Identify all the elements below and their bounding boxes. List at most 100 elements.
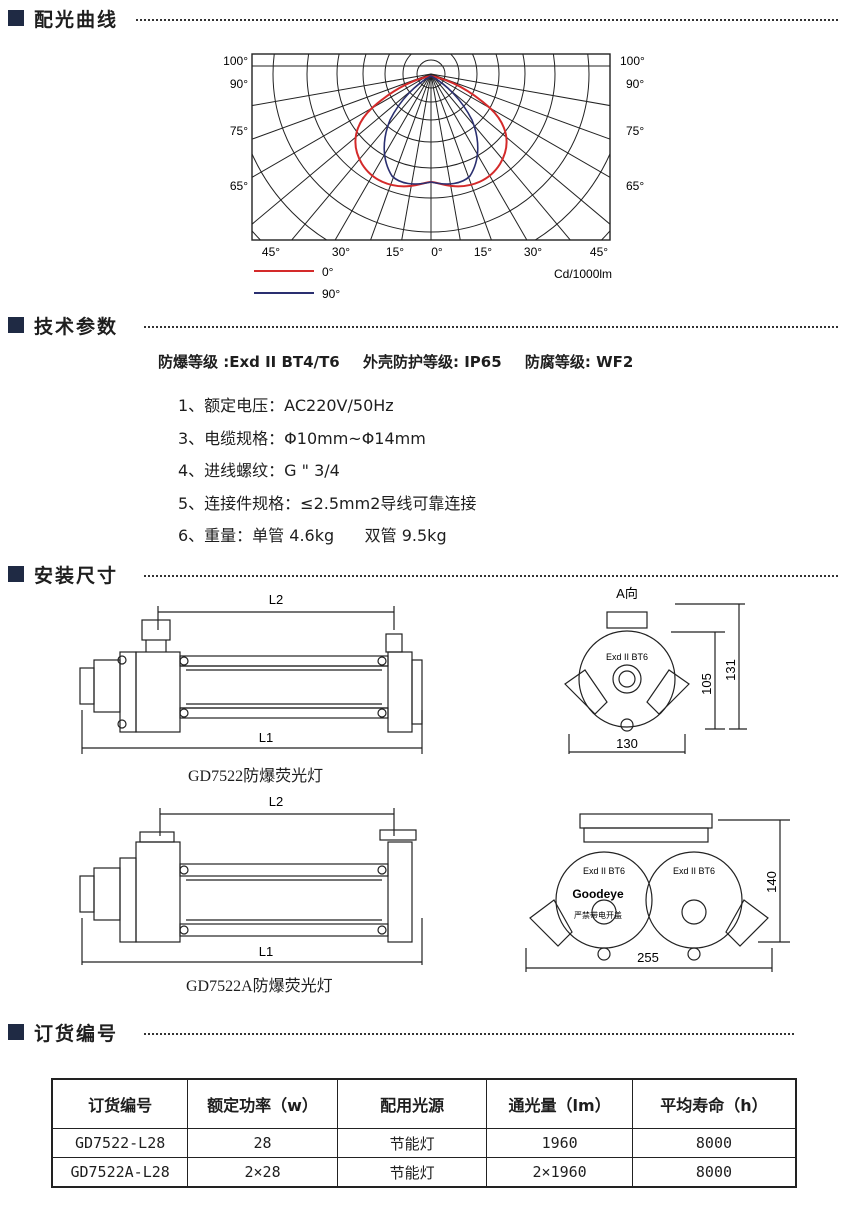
explosion-rating: 防爆等级 :Exd II BT4/T6 (158, 353, 340, 371)
section-divider (144, 575, 838, 577)
polar-chart-svg: 100° 90° 75° 65° 100° 90° 75° 65° 45° 30… (223, 53, 645, 301)
table-header-row: 订货编号 额定功率（w） 配用光源 通光量（lm） 平均寿命（h） (51, 1078, 797, 1129)
exd-marking: Exd II BT6 (606, 652, 648, 662)
table-row: GD7522A-L28 2×28 节能灯 2×1960 8000 (51, 1157, 797, 1188)
drawing-caption-gd7522: GD7522防爆荧光灯 (188, 768, 324, 785)
table-cell: 节能灯 (336, 1157, 488, 1188)
dim-label-l1: L1 (259, 730, 273, 745)
drawing-gd7522a-end: Exd II BT6 Exd II BT6 Goodeye 严禁带电开盖 140… (518, 808, 798, 973)
grid-spoke (430, 73, 610, 178)
warning-label: 严禁带电开盖 (574, 910, 622, 920)
right-tick-label: 90° (626, 77, 644, 91)
view-label-a: A向 (616, 586, 638, 601)
left-tick-label: 90° (230, 77, 248, 91)
exd-marking-right: Exd II BT6 (673, 866, 715, 876)
light-distribution-chart: 100° 90° 75° 65° 100° 90° 75° 65° 45° 30… (210, 44, 670, 306)
table-cell: 2×28 (187, 1157, 338, 1188)
bottom-tick-label: 15° (386, 245, 404, 259)
brand-logo: Goodeye (572, 887, 624, 901)
bottom-tick-label: 0° (431, 245, 443, 259)
bottom-tick-label: 15° (474, 245, 492, 259)
column-header-source: 配用光源 (336, 1078, 488, 1129)
table-cell: GD7522A-L28 (51, 1157, 189, 1188)
column-header-code: 订货编号 (51, 1078, 189, 1129)
order-table: 订货编号 额定功率（w） 配用光源 通光量（lm） 平均寿命（h） GD7522… (51, 1078, 797, 1188)
right-tick-label: 100° (620, 54, 645, 68)
table-cell: 节能灯 (336, 1128, 488, 1158)
section-header-install-dims: 安装尺寸 (8, 561, 838, 587)
grid-spoke (370, 73, 432, 240)
section-divider (144, 1033, 794, 1035)
drawing-gd7522a-side: L2 L1 (76, 790, 426, 965)
dim-label-130: 130 (616, 736, 638, 751)
table-cell: 2×1960 (486, 1157, 633, 1188)
grid-spoke (430, 73, 461, 240)
grid-spoke (252, 73, 432, 225)
section-title: 配光曲线 (34, 8, 119, 31)
table-cell: GD7522-L28 (51, 1128, 189, 1158)
section-title: 订货编号 (34, 1022, 119, 1045)
left-tick-label: 65° (230, 179, 248, 193)
param-thread: 4、进线螺纹：G " 3/4 (178, 461, 340, 480)
section-header-order-codes: 订货编号 (8, 1019, 794, 1045)
right-tick-label: 75° (626, 124, 644, 138)
grid-spoke (252, 73, 432, 140)
right-tick-label: 65° (626, 179, 644, 193)
rating-summary: 防爆等级 :Exd II BT4/T6 外壳防护等级: IP65 防腐等级: W… (158, 351, 651, 372)
drawing-caption-gd7522a: GD7522A防爆荧光灯 (186, 978, 333, 995)
grid-spoke (401, 73, 432, 240)
section-header-light-curve: 配光曲线 (8, 5, 838, 31)
drawing-gd7522-side: L2 L1 (76, 590, 426, 760)
unit-label: Cd/1000lm (554, 267, 612, 281)
param-cable: 3、电缆规格：Φ10mm~Φ14mm (178, 428, 426, 448)
grid-spoke (252, 73, 432, 178)
bottom-tick-label: 45° (262, 245, 280, 259)
drawing-gd7522-end: A向 Exd II BT6 105 131 130 (555, 584, 755, 754)
end-view-svg-a: Exd II BT6 Exd II BT6 Goodeye 严禁带电开盖 140… (525, 813, 790, 972)
section-marker (8, 317, 24, 333)
bottom-tick-label: 30° (524, 245, 542, 259)
param-voltage: 1、额定电压：AC220V/50Hz (178, 396, 394, 415)
section-marker (8, 10, 24, 26)
left-tick-label: 100° (223, 54, 248, 68)
grid-spoke (291, 73, 432, 240)
dim-label-l1: L1 (259, 944, 273, 959)
grid-spoke (430, 73, 492, 240)
column-header-life: 平均寿命（h） (631, 1078, 797, 1129)
side-view-svg: L2 L1 (79, 592, 423, 754)
legend-label-0deg: 0° (322, 265, 334, 279)
dim-label-140: 140 (764, 871, 779, 893)
section-marker (8, 1024, 24, 1040)
left-tick-label: 75° (230, 124, 248, 138)
section-marker (8, 566, 24, 582)
table-row: GD7522-L28 28 节能灯 1960 8000 (51, 1128, 797, 1158)
grid-spoke (430, 73, 610, 225)
grid-spoke (430, 73, 610, 107)
table-cell: 8000 (631, 1128, 797, 1158)
bottom-tick-label: 45° (590, 245, 608, 259)
param-weight: 6、重量：单管 4.6kg 双管 9.5kg (178, 526, 447, 545)
column-header-flux: 通光量（lm） (486, 1078, 633, 1129)
dim-label-255: 255 (637, 950, 659, 965)
section-title: 技术参数 (34, 315, 119, 338)
ip-rating: 外壳防护等级: IP65 (362, 353, 502, 371)
dim-label-105: 105 (699, 673, 714, 695)
exd-marking-left: Exd II BT6 (583, 866, 625, 876)
table-cell: 1960 (486, 1128, 633, 1158)
grid-spoke (334, 73, 432, 240)
bottom-tick-label: 30° (332, 245, 350, 259)
grid-spoke (430, 73, 528, 240)
chart-frame (251, 53, 611, 241)
side-view-svg-a: L2 L1 (79, 794, 423, 965)
column-header-power: 额定功率（w） (187, 1078, 338, 1129)
grid-spoke (252, 73, 432, 107)
corrosion-rating: 防腐等级: WF2 (524, 353, 634, 371)
section-divider (144, 326, 838, 328)
table-cell: 28 (187, 1128, 338, 1158)
section-header-tech-params: 技术参数 (8, 312, 838, 338)
dim-label-l2: L2 (269, 794, 283, 809)
end-view-svg: A向 Exd II BT6 105 131 130 (564, 586, 747, 754)
section-divider (136, 19, 838, 21)
parameter-list: 1、额定电压：AC220V/50Hz 3、电缆规格：Φ10mm~Φ14mm 4、… (178, 390, 476, 553)
section-title: 安装尺寸 (34, 564, 119, 587)
